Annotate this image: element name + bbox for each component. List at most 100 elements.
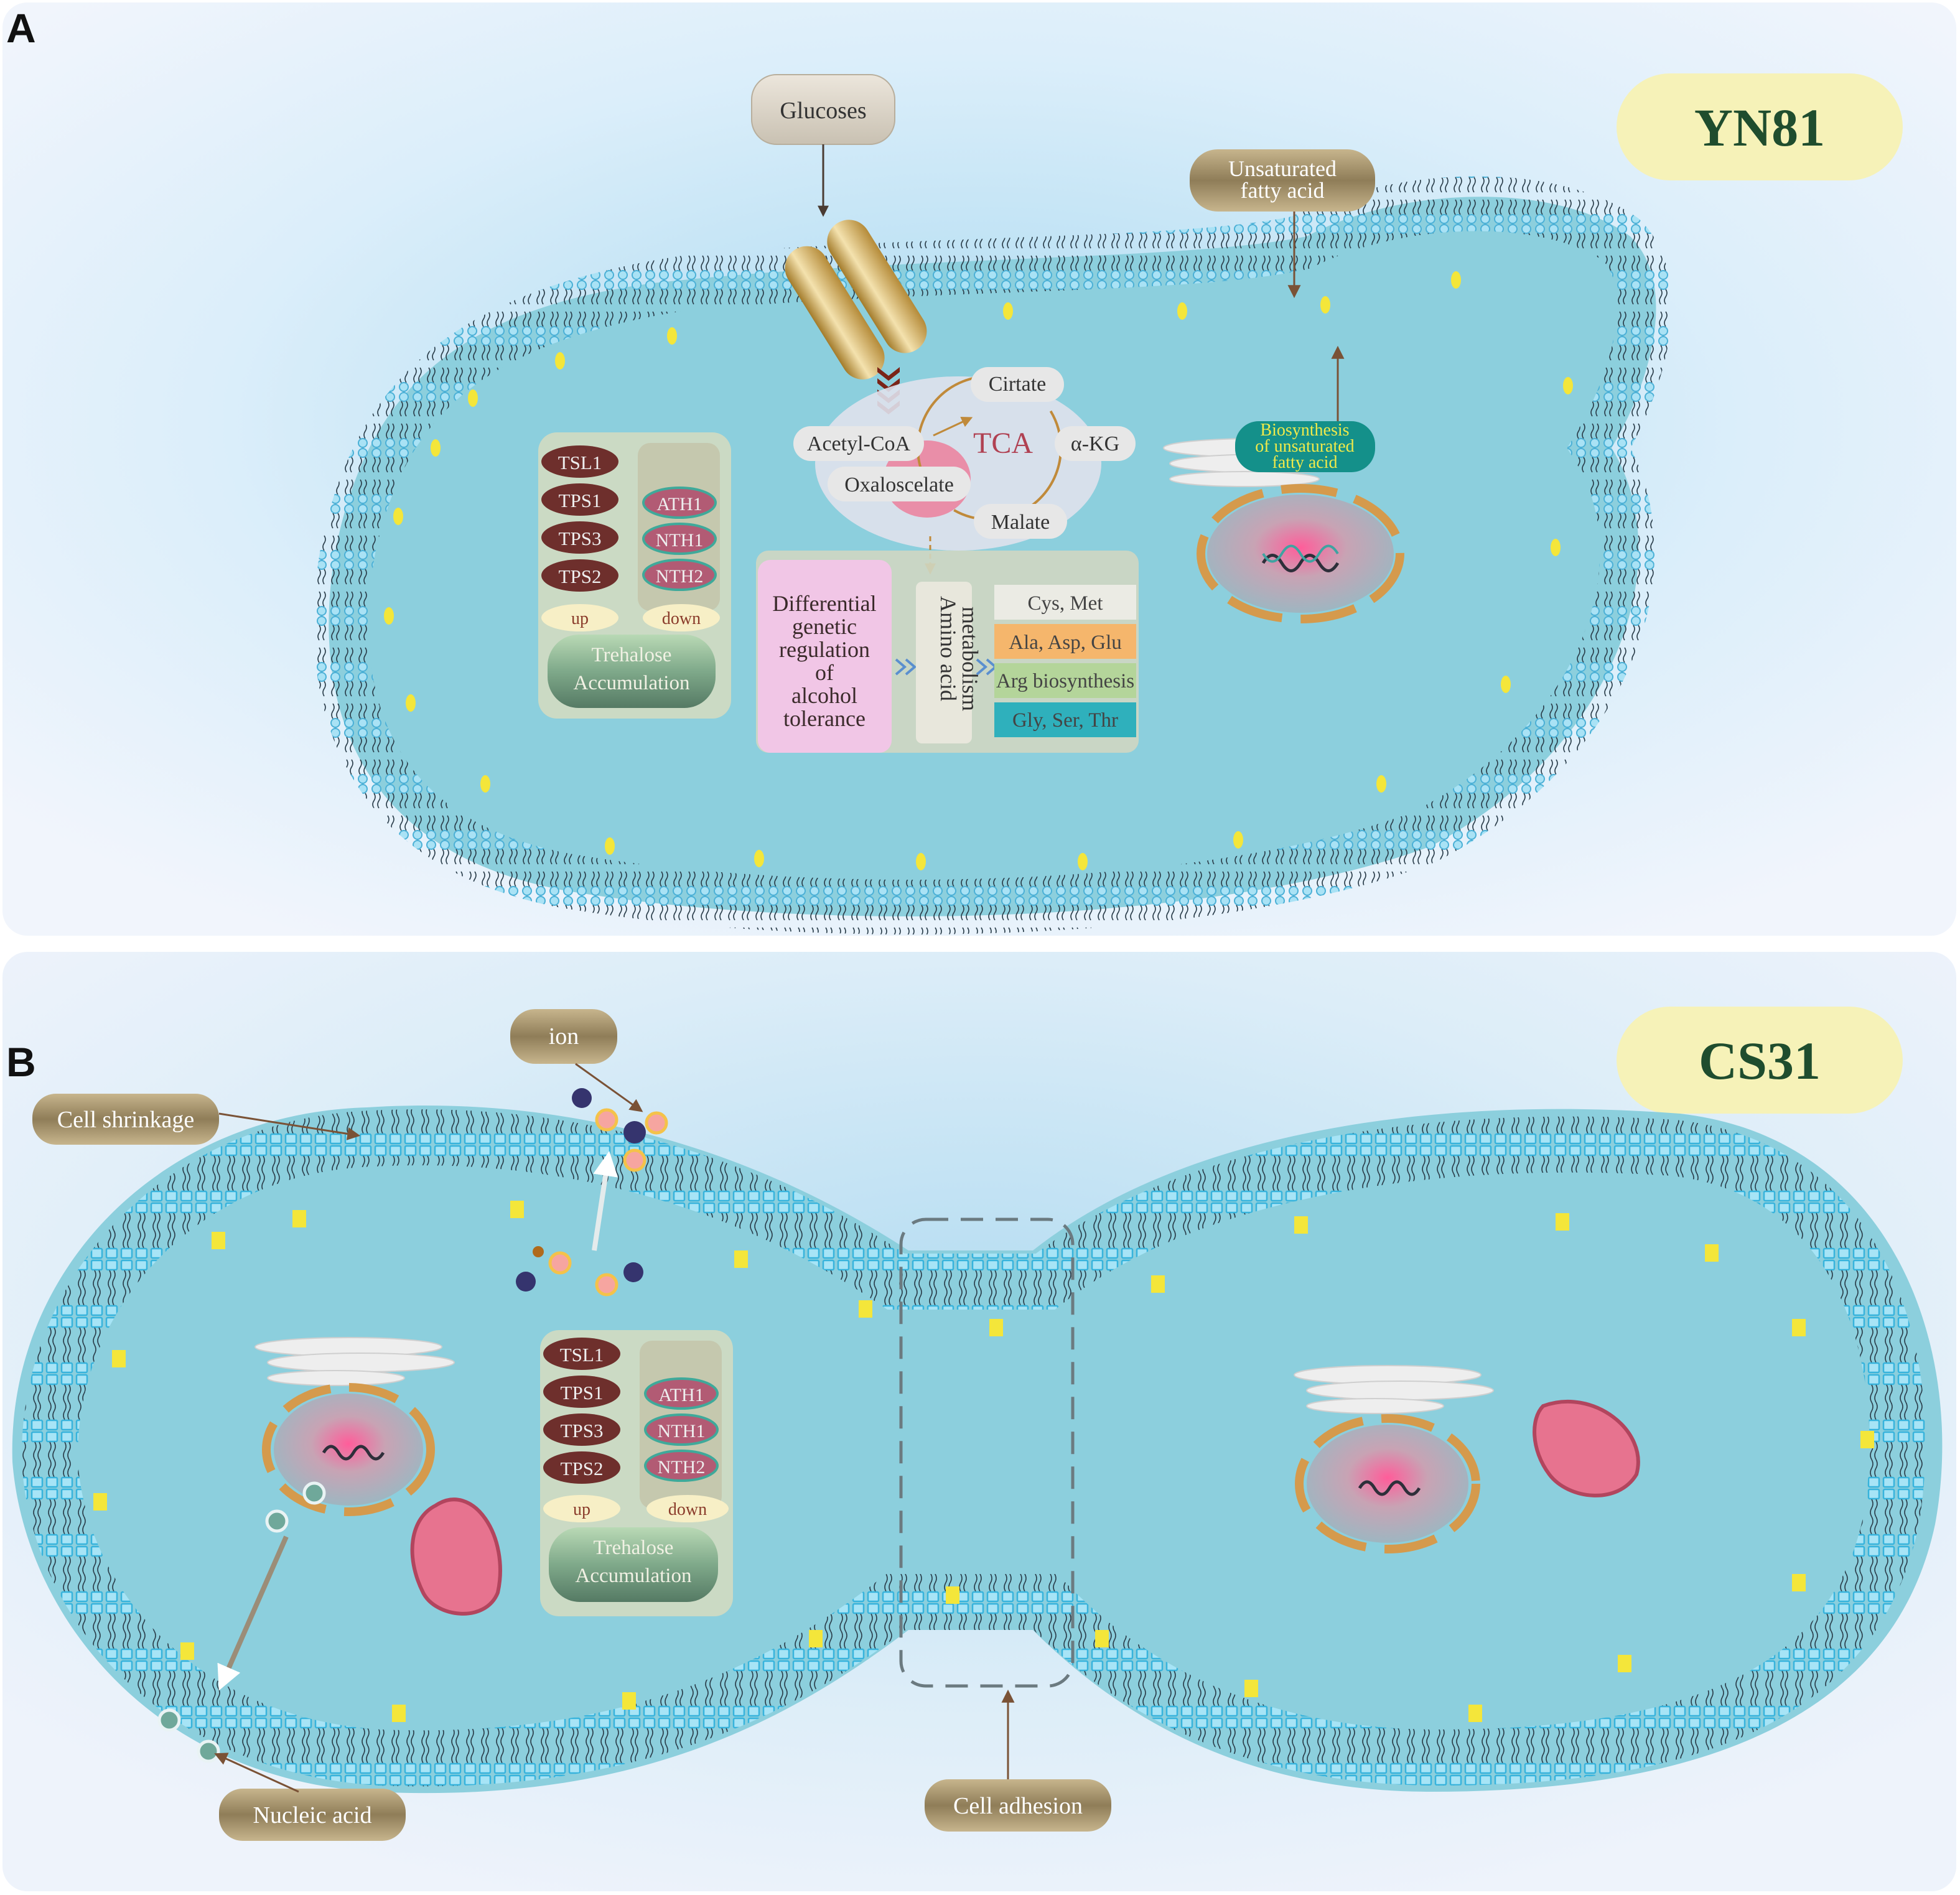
adhesion-label: Cell adhesion	[953, 1793, 1083, 1819]
gene-tps2-label: TPS2	[559, 566, 602, 587]
glucoses-text: Glucoses	[780, 98, 866, 124]
membrane-yellow-markers-b	[93, 1201, 1874, 1722]
dividing-cell-cs31	[12, 1105, 1943, 1794]
endoplasmic-reticulum-b-left	[254, 1337, 455, 1386]
trehalose-acc-a-line1: Trehalose	[592, 644, 672, 666]
gene-tps1-b	[543, 1376, 620, 1408]
nucleic-label-pill	[219, 1789, 406, 1841]
regulation-line1: Differential	[772, 591, 876, 616]
biosynthesis-line3: fatty acid	[1272, 453, 1338, 472]
biosynthesis-line2: of unsaturated	[1255, 437, 1354, 456]
tca-acetyl-coa: Acetyl-CoA	[807, 432, 911, 455]
gene-tps1-label: TPS1	[559, 490, 602, 511]
gene-nth1-b-label: NTH1	[658, 1421, 706, 1441]
gene-nth2-b-label: NTH2	[658, 1457, 706, 1478]
biosynthesis-label	[1235, 421, 1375, 472]
down-label-b: down	[668, 1500, 707, 1519]
shrinkage-arrow	[218, 1112, 361, 1140]
gene-ath1-label: ATH1	[656, 494, 702, 514]
gene-nth2-b	[644, 1450, 719, 1482]
strain-label-cs31: CS31	[1699, 1031, 1821, 1091]
tca-malate: Malate	[991, 511, 1050, 534]
strain-label-yn81: YN81	[1694, 98, 1825, 157]
pathway-ala-asp-glu: Ala, Asp, Glu	[1009, 631, 1122, 654]
shrinkage-label-pill	[32, 1094, 219, 1145]
regulation-line2: genetic	[792, 614, 857, 639]
pathway-gly-ser-thr: Gly, Ser, Thr	[1012, 709, 1118, 732]
ion-label-pill	[510, 1009, 617, 1064]
nucleic-arrow	[214, 1753, 299, 1793]
up-label-b: up	[573, 1500, 590, 1519]
nucleus-b-right	[1295, 1414, 1480, 1553]
strain-badge-yn81	[1617, 73, 1903, 180]
amino-acid-line1: Amino acid	[936, 596, 961, 701]
tca-akg: α-KG	[1071, 432, 1119, 455]
endoplasmic-reticulum-b-right	[1294, 1365, 1494, 1414]
tca-cirtate: Cirtate	[989, 373, 1047, 396]
gene-ath1	[642, 487, 717, 519]
gene-tsl1-label: TSL1	[558, 452, 602, 473]
gene-tps1-b-label: TPS1	[561, 1382, 604, 1404]
strain-badge-cs31	[1617, 1007, 1903, 1114]
panel-a: A YN81 Glucoses	[2, 2, 1956, 936]
regulation-line3: regulation	[779, 637, 870, 662]
gene-nth1-label: NTH1	[656, 530, 704, 551]
tca-cycle: TCA Cirtate α-KG Malate Oxaloscelate Ace…	[793, 367, 1136, 551]
gene-list-up-a: TSL1 TPS1 TPS3 TPS2	[541, 445, 618, 592]
tca-center-text: TCA	[973, 427, 1033, 460]
regulation-line5: alcohol	[791, 683, 857, 708]
gene-tps2-b	[543, 1451, 620, 1484]
ufa-label-pill	[1190, 149, 1375, 212]
ufa-label-line1: Unsaturated	[1228, 156, 1337, 181]
mitochondrion-icon-b-right	[1533, 1399, 1640, 1497]
mitochondrion-icon-b-left	[410, 1497, 502, 1616]
down-label-a: down	[662, 609, 701, 628]
gene-ath1-b	[644, 1377, 719, 1410]
gene-nth2-label: NTH2	[656, 566, 704, 587]
nucleus-a	[1197, 484, 1404, 623]
nucleus-b-left	[262, 1383, 435, 1516]
gene-nth2	[642, 559, 717, 591]
amino-acid-regulation-box: Differential genetic regulation of alcoh…	[756, 551, 1139, 753]
regulation-line4: of	[815, 660, 834, 685]
panel-a-letter: A	[6, 5, 36, 51]
panel-b-letter: B	[6, 1039, 36, 1085]
ion-arrow	[575, 1063, 643, 1112]
ion-efflux-arrow	[592, 1151, 618, 1251]
gene-tps3	[541, 521, 618, 554]
trehalose-acc-a-line2: Accumulation	[574, 672, 690, 694]
nucleic-label: Nucleic acid	[253, 1802, 372, 1828]
gene-tps2	[541, 559, 618, 592]
dna-icon-b-right	[1358, 1480, 1421, 1496]
gene-nth1-b	[644, 1413, 719, 1446]
gene-tps2-b-label: TPS2	[561, 1458, 604, 1479]
trehalose-box-b: TSL1 TPS1 TPS3 TPS2 ATH1 NTH1 NTH2 up do…	[540, 1330, 733, 1616]
glucose-transporter-channel	[785, 220, 927, 379]
pathway-cys-met: Cys, Met	[1027, 592, 1103, 615]
cell-adhesion-region	[899, 1218, 1075, 1688]
up-label-a: up	[571, 609, 589, 628]
trehalose-box-a: TSL1 TPS1 TPS3 TPS2 ATH1 NTH1 NTH2 up do…	[538, 432, 731, 719]
shrinkage-label: Cell shrinkage	[57, 1107, 195, 1133]
gene-tps1	[541, 483, 618, 516]
ufa-label-line2: fatty acid	[1241, 178, 1325, 203]
gene-list-down-a: ATH1 NTH1 NTH2	[642, 487, 717, 591]
gene-tps3-label: TPS3	[559, 528, 602, 549]
gene-nth1	[642, 523, 717, 555]
trehalose-acc-b-line1: Trehalose	[594, 1537, 674, 1559]
gene-tps3-b	[543, 1413, 620, 1446]
gene-ath1-b-label: ATH1	[658, 1385, 704, 1405]
dna-icon-b-left	[322, 1445, 385, 1461]
double-chevron-icon	[895, 658, 917, 676]
gene-tsl1-b	[543, 1338, 620, 1370]
nucleic-efflux-arrow	[217, 1535, 289, 1691]
panel-b: B CS31 ion	[2, 952, 1956, 1891]
gene-tsl1	[541, 445, 618, 478]
ion-label: ion	[549, 1023, 579, 1050]
gene-tsl1-b-label: TSL1	[560, 1344, 604, 1366]
trehalose-acc-b-line2: Accumulation	[576, 1565, 692, 1587]
tca-oxaloscelate: Oxaloscelate	[844, 473, 954, 496]
amino-acid-line2: metabolism	[958, 607, 982, 711]
gene-tps3-b-label: TPS3	[561, 1420, 604, 1441]
